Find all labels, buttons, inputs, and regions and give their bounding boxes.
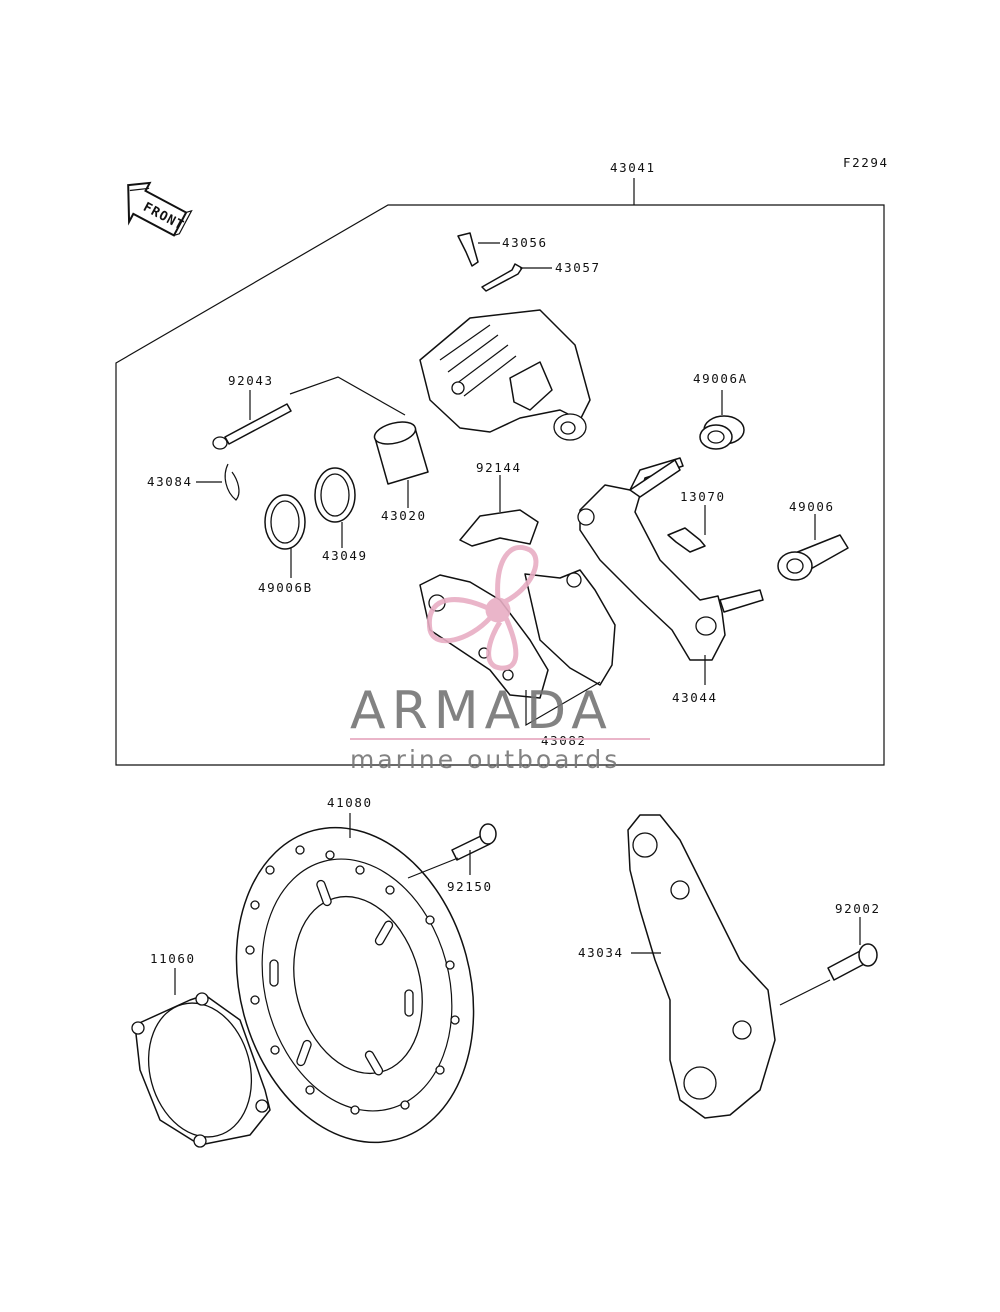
watermark: ARMADA marine outboards bbox=[350, 545, 650, 774]
label-49006b: 49006B bbox=[258, 580, 313, 595]
label-43057: 43057 bbox=[555, 260, 601, 275]
label-49006a: 49006A bbox=[693, 371, 748, 386]
label-43056: 43056 bbox=[502, 235, 548, 250]
brake-pads bbox=[419, 569, 616, 727]
label-43049: 43049 bbox=[322, 548, 368, 563]
bleeder-valve bbox=[457, 232, 500, 267]
brake-disc bbox=[235, 813, 475, 1144]
label-41080: 41080 bbox=[327, 795, 373, 810]
caliper-body bbox=[419, 309, 591, 441]
piston bbox=[373, 421, 429, 508]
retaining-clip bbox=[196, 463, 240, 501]
label-43034: 43034 bbox=[578, 945, 624, 960]
figure-code: F2294 bbox=[843, 155, 889, 170]
label-49006: 49006 bbox=[789, 499, 835, 514]
label-43082: 43082 bbox=[541, 733, 587, 748]
caliper-hanger bbox=[627, 814, 776, 1119]
bushing-49006 bbox=[777, 514, 849, 581]
disc-bolt bbox=[407, 823, 497, 879]
label-11060: 11060 bbox=[150, 951, 196, 966]
hanger-bolt bbox=[779, 917, 878, 1006]
gasket bbox=[131, 968, 271, 1148]
label-43020: 43020 bbox=[381, 508, 427, 523]
bushing-49006a bbox=[699, 390, 745, 450]
piston-seal bbox=[314, 467, 356, 548]
watermark-brand: ARMADA bbox=[350, 681, 613, 741]
label-92043: 92043 bbox=[228, 373, 274, 388]
caliper-pin bbox=[212, 403, 292, 450]
pad-clip bbox=[667, 505, 706, 553]
label-92150: 92150 bbox=[447, 879, 493, 894]
label-43044: 43044 bbox=[672, 690, 718, 705]
pad-spring bbox=[459, 475, 539, 547]
dust-seal bbox=[264, 494, 306, 578]
label-43084: 43084 bbox=[147, 474, 193, 489]
caliper-assembly-box bbox=[115, 204, 885, 766]
watermark-tagline: marine outboards bbox=[350, 745, 620, 774]
propeller-logo-icon bbox=[426, 545, 539, 671]
label-92002: 92002 bbox=[835, 901, 881, 916]
label-13070: 13070 bbox=[680, 489, 726, 504]
label-92144: 92144 bbox=[476, 460, 522, 475]
caliper-bracket bbox=[577, 457, 764, 685]
front-arrow-icon: FRONT bbox=[127, 181, 193, 237]
bleeder-cap bbox=[481, 263, 552, 292]
label-43041: 43041 bbox=[610, 160, 656, 175]
